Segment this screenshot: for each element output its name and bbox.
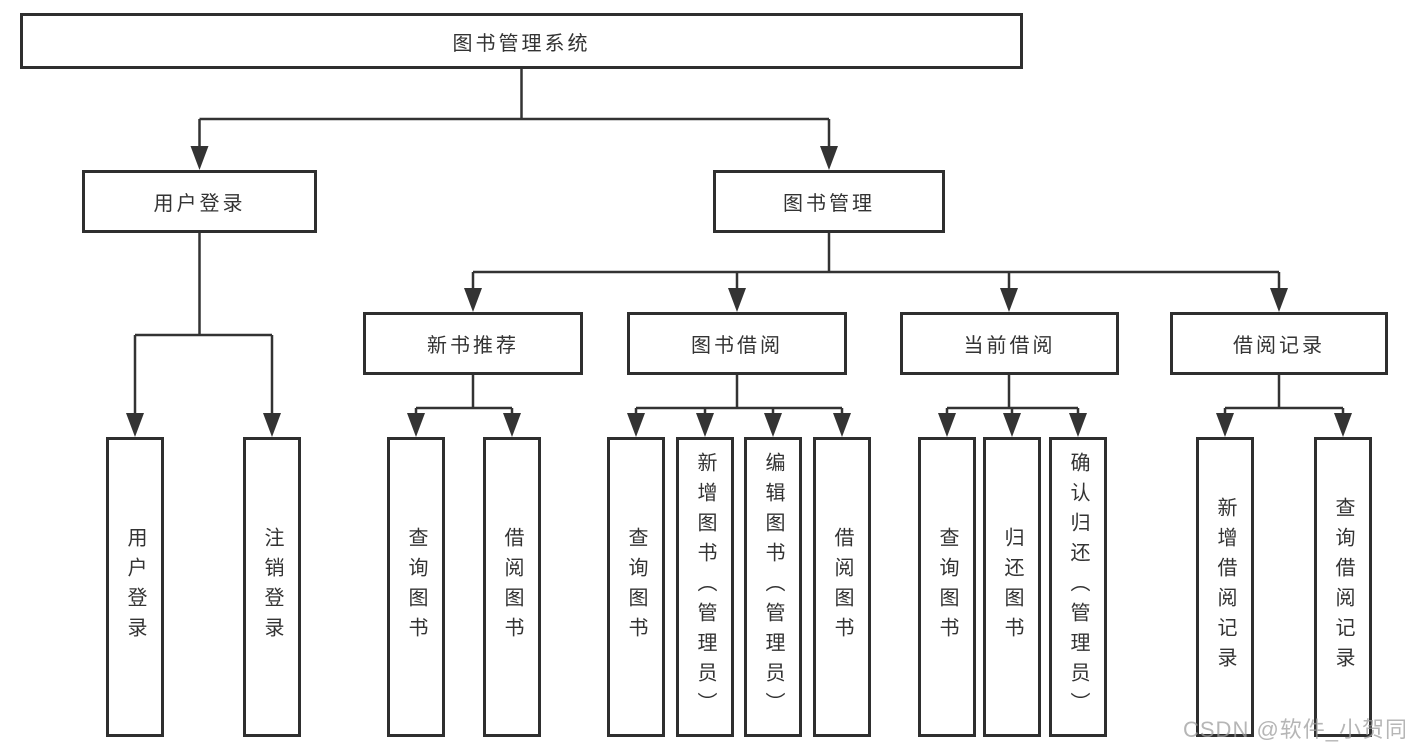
node-label: 归还图书 bbox=[1001, 527, 1023, 647]
leaf-edit-book-admin: 编辑图书（管理员） bbox=[744, 437, 802, 737]
node-label: 图书管理 bbox=[783, 193, 875, 215]
leaf-logout-login: 注销登录 bbox=[243, 437, 301, 737]
node-label: 图书借阅 bbox=[691, 335, 783, 357]
node-user-login: 用户登录 bbox=[82, 170, 317, 233]
leaf-borrowing-query-book: 查询图书 bbox=[607, 437, 665, 737]
node-label: 用户登录 bbox=[124, 527, 146, 647]
leaf-confirm-return-admin: 确认归还（管理员） bbox=[1049, 437, 1107, 737]
node-label: 查询借阅记录 bbox=[1332, 497, 1354, 677]
node-label: 当前借阅 bbox=[963, 335, 1056, 357]
node-label: 图书管理系统 bbox=[452, 32, 591, 55]
node-label: 查询图书 bbox=[625, 527, 647, 647]
node-label: 查询图书 bbox=[936, 527, 958, 647]
leaf-add-book-admin: 新增图书（管理员） bbox=[676, 437, 734, 737]
node-book-management: 图书管理 bbox=[713, 170, 945, 233]
leaf-query-borrow-record: 查询借阅记录 bbox=[1314, 437, 1372, 737]
node-book-borrowing: 图书借阅 bbox=[627, 312, 847, 375]
node-new-book-recommend: 新书推荐 bbox=[363, 312, 583, 375]
leaf-add-borrow-record: 新增借阅记录 bbox=[1196, 437, 1254, 737]
node-label: 编辑图书（管理员） bbox=[762, 452, 784, 722]
node-current-borrowing: 当前借阅 bbox=[900, 312, 1119, 375]
node-label: 借阅记录 bbox=[1233, 335, 1325, 357]
node-label: 注销登录 bbox=[261, 527, 283, 647]
leaf-return-book: 归还图书 bbox=[983, 437, 1041, 737]
node-label: 新书推荐 bbox=[427, 335, 519, 357]
leaf-recommend-borrow-book: 借阅图书 bbox=[483, 437, 541, 737]
leaf-current-query-book: 查询图书 bbox=[918, 437, 976, 737]
node-label: 用户登录 bbox=[153, 193, 246, 215]
leaf-recommend-query-book: 查询图书 bbox=[387, 437, 445, 737]
node-label: 借阅图书 bbox=[831, 527, 853, 647]
leaf-borrow-book: 借阅图书 bbox=[813, 437, 871, 737]
node-borrowing-records: 借阅记录 bbox=[1170, 312, 1388, 375]
node-label: 确认归还（管理员） bbox=[1067, 452, 1089, 722]
node-library-management-system: 图书管理系统 bbox=[20, 13, 1023, 69]
node-label: 新增借阅记录 bbox=[1214, 497, 1236, 677]
node-label: 新增图书（管理员） bbox=[694, 452, 716, 722]
leaf-user-login: 用户登录 bbox=[106, 437, 164, 737]
node-label: 查询图书 bbox=[405, 527, 427, 647]
node-label: 借阅图书 bbox=[501, 527, 523, 647]
